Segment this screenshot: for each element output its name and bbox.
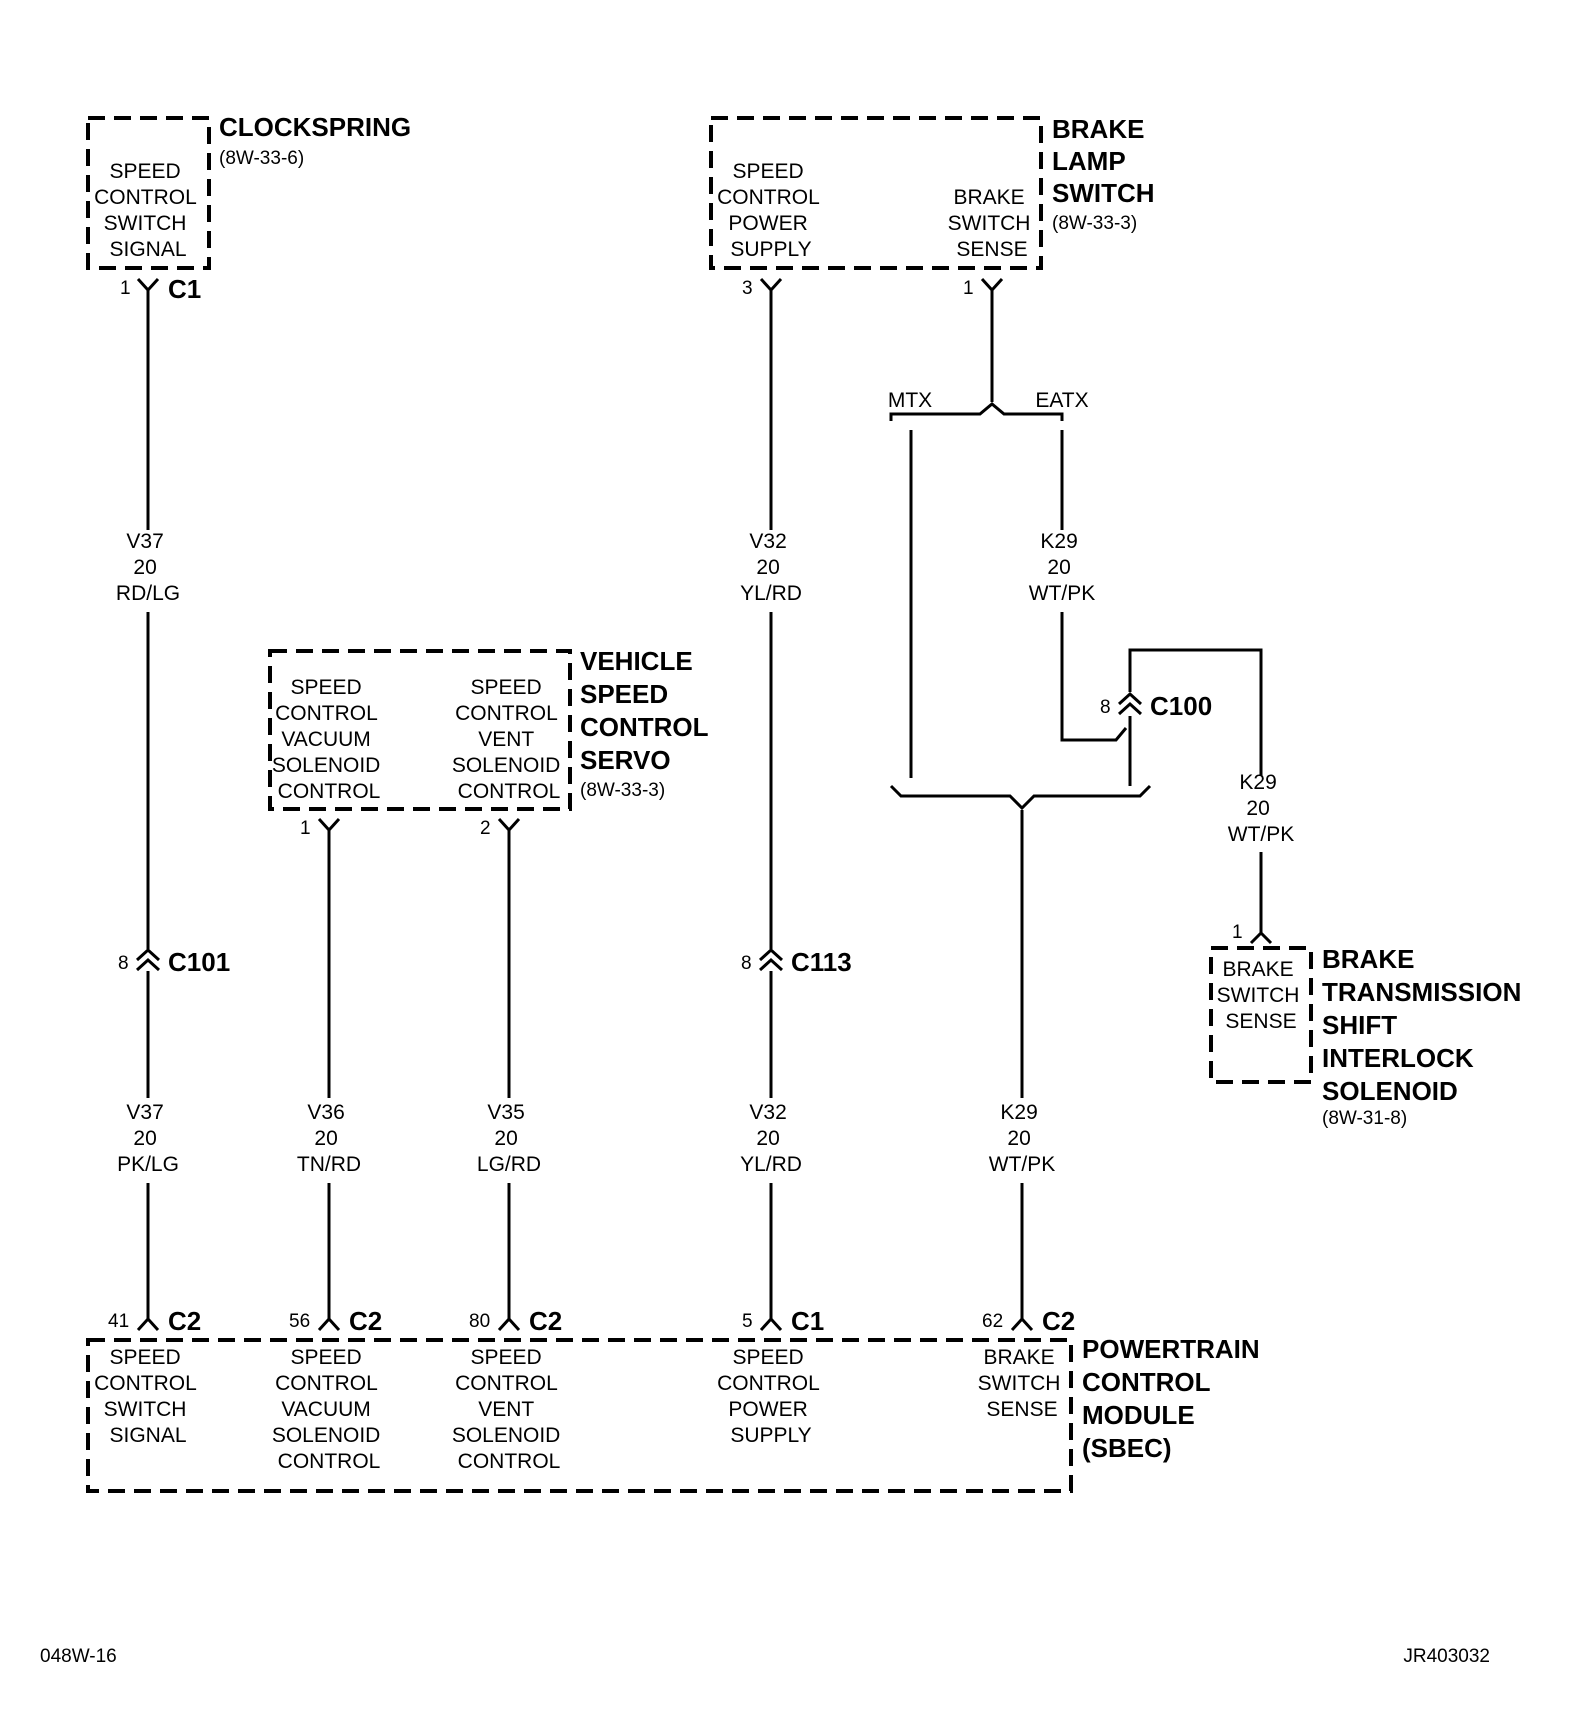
c100-pin: 8 (1100, 697, 1111, 718)
pcm-pin-number: 5 (742, 1311, 753, 1332)
wire-label-v37-upper: V37 20 RD/LG (116, 530, 180, 605)
brake-lamp-switch-signal-a: SPEED CONTROL POWER SUPPLY (717, 160, 825, 261)
pcm-pin-number: 62 (982, 1311, 1003, 1332)
servo-pin-a: 1 (300, 818, 311, 839)
pcm-pin-56: 56 C2 SPEED CONTROL VACUUM SOLENOID CONT… (272, 1306, 386, 1473)
brake-lamp-switch-pin-a: 3 (742, 278, 753, 299)
wire-v36: V36 20 TN/RD (297, 836, 361, 1319)
pcm-pin-number: 41 (108, 1311, 129, 1332)
pcm-pin-signal: SPEED CONTROL VACUUM SOLENOID CONTROL (272, 1346, 386, 1473)
brake-lamp-switch-terminal-a (759, 277, 783, 296)
pcm-pin-41: 41 C2 SPEED CONTROL SWITCH SIGNAL (94, 1306, 202, 1447)
clockspring-title: CLOCKSPRING (219, 112, 411, 142)
clockspring-pin: 1 (120, 278, 131, 299)
pcm-connector-label: C2 (168, 1306, 201, 1336)
c113-pin: 8 (741, 953, 752, 974)
c100-label: C100 (1150, 691, 1212, 721)
btsi-pin: 1 (1232, 922, 1243, 943)
pcm-terminal-symbol (317, 1316, 341, 1332)
wire-label-k29-btsi: K29 20 WT/PK (1228, 771, 1295, 846)
pcm-component: POWERTRAIN CONTROL MODULE (SBEC) 41 C2 S… (86, 1306, 1267, 1493)
wire-label-v32-lower: V32 20 YL/RD (740, 1101, 802, 1176)
servo-terminal-a (317, 817, 341, 836)
c101-pin: 8 (118, 953, 129, 974)
wire-label-v35: V35 20 LG/RD (477, 1101, 541, 1176)
clockspring-box (86, 116, 211, 270)
option-splice-bottom (889, 784, 1152, 811)
pcm-pin-signal: SPEED CONTROL SWITCH SIGNAL (94, 1346, 202, 1447)
wire-label-k29-eatx: K29 20 WT/PK (1029, 530, 1096, 605)
servo-terminal-b (497, 817, 521, 836)
servo-component: SPEED CONTROL VACUUM SOLENOID CONTROL SP… (268, 646, 715, 839)
pcm-pin-62: 62 C2 BRAKE SWITCH SENSE (978, 1306, 1076, 1421)
c101-symbol (135, 947, 161, 972)
pcm-title: POWERTRAIN CONTROL MODULE (SBEC) (1082, 1334, 1267, 1463)
pcm-terminal-symbol (497, 1316, 521, 1332)
wire-segment-eatx-to-c100 (1060, 612, 1128, 742)
servo-signal-a: SPEED CONTROL VACUUM SOLENOID CONTROL (272, 676, 386, 803)
btsi-title: BRAKE TRANSMISSION SHIFT INTERLOCK SOLEN… (1322, 944, 1529, 1106)
c113-symbol (758, 947, 784, 972)
wire-label-k29-pcm: K29 20 WT/PK (989, 1101, 1056, 1176)
pcm-terminal-symbol (1010, 1316, 1034, 1332)
servo-signal-b: SPEED CONTROL VENT SOLENOID CONTROL (452, 676, 566, 803)
wire-v37: V37 20 RD/LG V37 20 PK/LG (116, 296, 180, 1319)
c100-symbol (1117, 691, 1143, 716)
c113-inline-connector: 8 C113 (741, 947, 852, 977)
servo-ref: (8W-33-3) (580, 780, 665, 801)
option-label-eatx: EATX (1035, 389, 1088, 412)
c101-inline-connector: 8 C101 (118, 947, 230, 977)
wire-v35: V35 20 LG/RD (477, 836, 541, 1319)
c101-label: C101 (168, 947, 230, 977)
pcm-pin-signal: SPEED CONTROL POWER SUPPLY (717, 1346, 825, 1447)
pcm-pin-number: 56 (289, 1311, 310, 1332)
clockspring-ref: (8W-33-6) (219, 148, 304, 169)
btsi-component: BRAKE SWITCH SENSE BRAKE TRANSMISSION SH… (1209, 922, 1529, 1129)
brake-lamp-switch-ref: (8W-33-3) (1052, 213, 1137, 234)
pcm-pin-number: 80 (469, 1311, 490, 1332)
servo-title: VEHICLE SPEED CONTROL SERVO (580, 646, 715, 775)
pcm-connector-label: C2 (349, 1306, 382, 1336)
brake-lamp-switch-component: SPEED CONTROL POWER SUPPLY BRAKE SWITCH … (709, 114, 1155, 299)
clockspring-terminal-symbol (136, 277, 160, 296)
brake-lamp-switch-signal-b: BRAKE SWITCH SENSE (948, 186, 1037, 261)
wire-label-v37-lower: V37 20 PK/LG (117, 1101, 179, 1176)
clockspring-connector: C1 (168, 274, 201, 304)
btsi-ref: (8W-31-8) (1322, 1108, 1407, 1129)
wire-label-v36: V36 20 TN/RD (297, 1101, 361, 1176)
pcm-connector-label: C2 (1042, 1306, 1075, 1336)
pcm-pin-signal: SPEED CONTROL VENT SOLENOID CONTROL (452, 1346, 566, 1473)
option-splice-top (889, 402, 1064, 421)
pcm-box (86, 1338, 1073, 1493)
brake-lamp-switch-title: BRAKE LAMP SWITCH (1052, 114, 1155, 208)
footer-figure-code: 048W-16 (40, 1646, 117, 1667)
clockspring-component: SPEED CONTROL SWITCH SIGNAL CLOCKSPRING … (86, 112, 411, 304)
c100-inline-connector: 8 C100 (1100, 691, 1212, 721)
pcm-terminal-symbol (136, 1316, 160, 1332)
brake-lamp-switch-box (709, 116, 1043, 270)
wire-v32: V32 20 YL/RD V32 20 YL/RD (740, 296, 802, 1319)
pcm-connector-label: C2 (529, 1306, 562, 1336)
pcm-pin-signal: BRAKE SWITCH SENSE (978, 1346, 1067, 1421)
btsi-signal-label: BRAKE SWITCH SENSE (1217, 958, 1306, 1033)
servo-pin-b: 2 (480, 818, 491, 839)
brake-lamp-switch-terminal-b (980, 277, 1004, 296)
btsi-terminal-symbol (1249, 928, 1273, 945)
wire-k29-brake-sense: MTX EATX K29 20 WT/PK K29 20 WT/PK K29 2… (888, 296, 1294, 1319)
wire-segment-c100-to-btsi (1128, 648, 1263, 776)
clockspring-signal-label: SPEED CONTROL SWITCH SIGNAL (94, 160, 202, 261)
pcm-pin-80: 80 C2 SPEED CONTROL VENT SOLENOID CONTRO… (452, 1306, 566, 1473)
btsi-box (1209, 946, 1313, 1084)
brake-lamp-switch-pin-b: 1 (963, 278, 974, 299)
servo-box (268, 649, 572, 811)
pcm-terminal-symbol (759, 1316, 783, 1332)
option-label-mtx: MTX (888, 389, 932, 412)
pcm-pin-5: 5 C1 SPEED CONTROL POWER SUPPLY (717, 1306, 825, 1447)
pcm-connector-label: C1 (791, 1306, 824, 1336)
c113-label: C113 (791, 947, 852, 977)
wire-label-v32-upper: V32 20 YL/RD (740, 530, 802, 605)
footer-reference-code: JR403032 (1403, 1646, 1490, 1667)
